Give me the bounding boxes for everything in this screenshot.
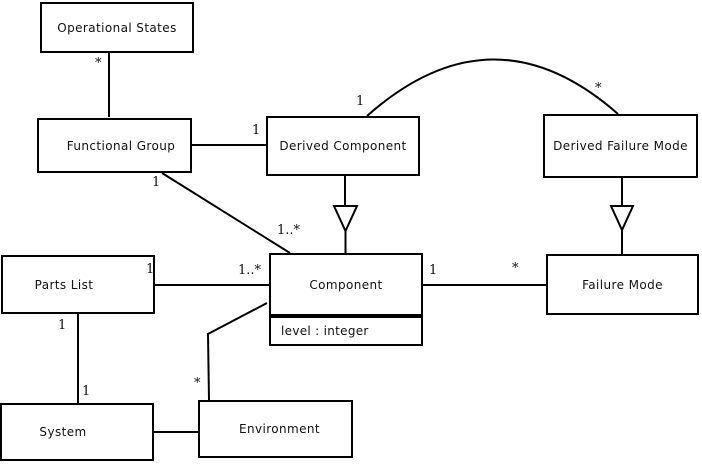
class-parts-list[interactable]: Parts List [1, 255, 155, 314]
class-derived-component[interactable]: Derived Component [266, 116, 420, 176]
multiplicity-operational-states-star: * [95, 56, 102, 71]
multiplicity-functional-group-one: 1 [152, 175, 161, 190]
multiplicity-parts-list-component-many: 1..* [238, 263, 262, 278]
assoc-functional-group-component [161, 172, 291, 254]
class-functional-group[interactable]: Functional Group [37, 118, 192, 173]
multiplicity-arc-star: * [595, 81, 602, 96]
multiplicity-derived-component-one: 1 [252, 123, 261, 138]
multiplicity-parts-list-one: 1 [146, 262, 155, 277]
multiplicity-failure-mode-star: * [512, 261, 519, 276]
class-system[interactable]: System [0, 403, 154, 461]
class-operational-states[interactable]: Operational States [40, 2, 194, 53]
assoc-derived-component-derived-failure-mode [366, 58, 619, 117]
class-component[interactable]: Component [269, 253, 423, 316]
class-failure-mode[interactable]: Failure Mode [546, 254, 699, 315]
class-component-attribute-level: level : integer [269, 316, 423, 346]
multiplicity-environment-star: * [194, 376, 201, 391]
assoc-component-environment [206, 302, 268, 401]
multiplicity-parts-list-system-top: 1 [58, 318, 67, 333]
multiplicity-functional-group-component-many: 1..* [277, 223, 301, 238]
generalization-triangle-icon [609, 205, 635, 233]
multiplicity-parts-list-system-bottom: 1 [82, 384, 91, 399]
generalization-derived-failure-mode-to-failure-mode [609, 178, 635, 254]
generalization-derived-component-to-component [332, 176, 359, 253]
multiplicity-arc-one: 1 [356, 94, 365, 109]
class-environment[interactable]: Environment [198, 400, 353, 458]
class-derived-failure-mode[interactable]: Derived Failure Mode [543, 114, 698, 178]
multiplicity-component-one: 1 [429, 263, 438, 278]
generalization-triangle-icon [332, 205, 359, 234]
